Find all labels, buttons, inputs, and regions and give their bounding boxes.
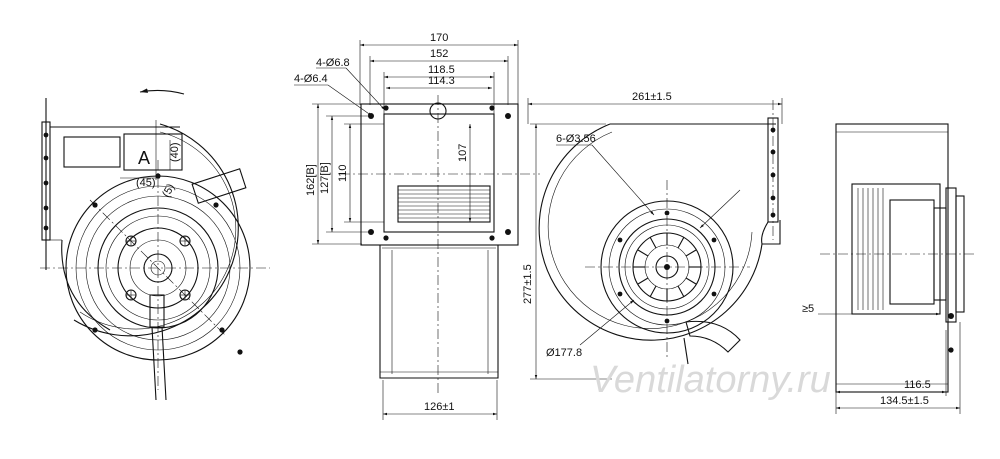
visible-impeller xyxy=(397,185,491,223)
connector-box xyxy=(191,168,247,204)
dim-ge5-label: ≥5 xyxy=(802,303,814,315)
holes-callout: 6-Ø3.56 xyxy=(556,133,596,145)
cable xyxy=(151,326,167,401)
outlet-opening xyxy=(383,113,495,233)
dim-118-5-label: 118.5 xyxy=(428,64,455,76)
side-motor-core xyxy=(889,199,935,305)
dim-110-label: 110 xyxy=(337,164,349,182)
side-view: ≥5 116.5 134.5±1.5 xyxy=(802,123,975,414)
rear-terminal xyxy=(685,320,741,353)
hole-callout-a: 4-Ø6.8 xyxy=(316,57,350,69)
dim-40-label: (40) xyxy=(169,142,181,162)
flange-holes xyxy=(368,105,511,241)
section-box xyxy=(123,133,183,171)
front-scroll-outer xyxy=(73,123,239,337)
cable-gland xyxy=(149,294,165,328)
dim-127-label: 127[B] xyxy=(319,162,331,194)
flange-view-body xyxy=(379,245,499,379)
rear-scroll-outer xyxy=(538,123,769,341)
rear-view: 261±1.5 xyxy=(522,91,783,380)
side-impeller-blades xyxy=(857,188,884,310)
side-housing xyxy=(835,123,949,393)
front-flange-holes xyxy=(43,132,49,231)
flange-view: 170 152 118.5 114.3 4-Ø6.8 4-Ø6.4 162[B]… xyxy=(294,32,540,420)
front-view: A (40) (45) (5) xyxy=(40,88,270,401)
rotation-arrow xyxy=(139,88,185,95)
dim-162-label: 162[B] xyxy=(305,164,317,196)
dim-45-label: (45) xyxy=(136,177,156,189)
dim-152-label: 152 xyxy=(430,48,448,60)
dim-114-3-label: 114.3 xyxy=(428,75,455,87)
dim-277-label: 277±1.5 xyxy=(522,264,534,304)
dim-107-label: 107 xyxy=(457,144,469,162)
dim-261-label: 261±1.5 xyxy=(632,91,672,103)
hole-callout-b: 4-Ø6.4 xyxy=(294,73,328,85)
dim-177-8-label: Ø177.8 xyxy=(546,347,582,359)
dim-126-label: 126±1 xyxy=(424,401,455,413)
rear-flange-strip xyxy=(767,117,779,223)
dim-170-label: 170 xyxy=(430,32,448,44)
side-motor xyxy=(851,183,941,315)
label-plate xyxy=(63,136,121,168)
dim-116-5-label: 116.5 xyxy=(904,379,931,391)
outlet-flange xyxy=(360,103,519,246)
dim-134-5-label: 134.5±1.5 xyxy=(880,395,929,407)
watermark: Ventilatorny.ru xyxy=(590,359,831,401)
section-label: A xyxy=(138,148,150,168)
front-mount-bolts xyxy=(125,235,191,301)
